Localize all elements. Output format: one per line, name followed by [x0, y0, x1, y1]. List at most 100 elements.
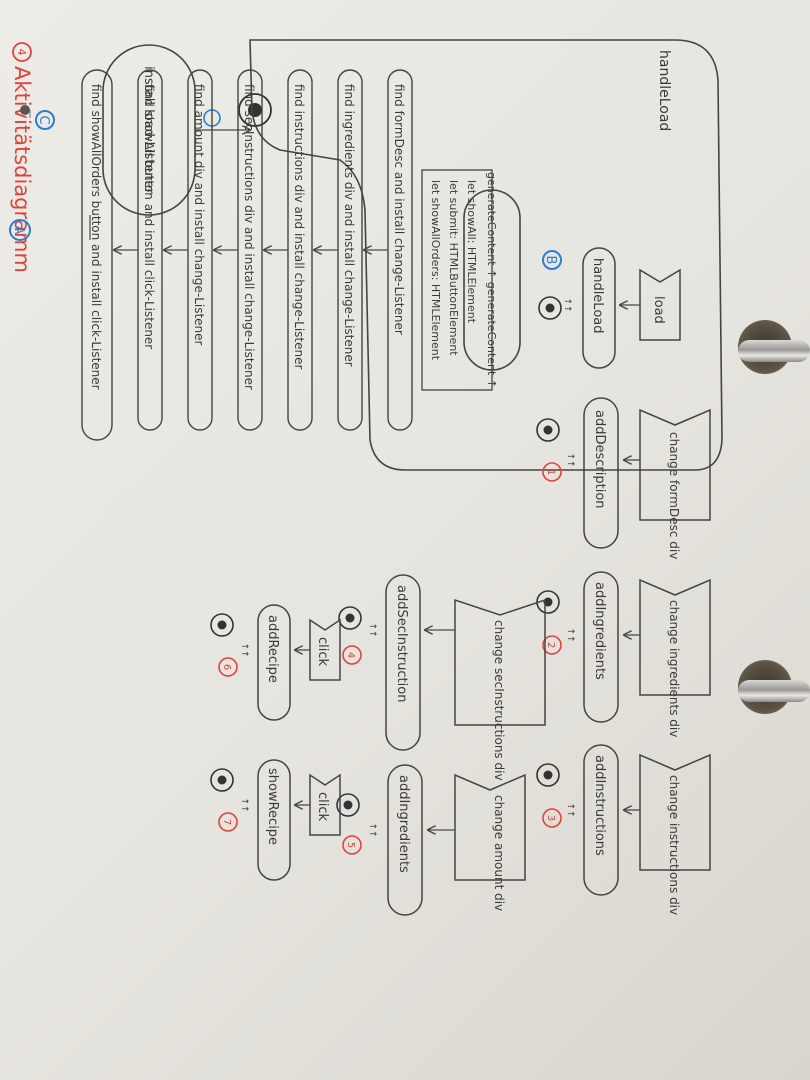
- final-node-secinstructions: [338, 606, 362, 630]
- step-7-text: find showAllOrders button and install cl…: [89, 84, 103, 390]
- signal-amount-text: change amount div: [492, 795, 506, 911]
- binder-ring-2: [738, 680, 810, 702]
- badge-7: 7: [221, 819, 232, 825]
- step-7: [81, 69, 113, 441]
- final-node-amount-dot: [343, 800, 353, 810]
- final-node-instructions: [536, 763, 560, 787]
- action-showrecipe-text: showRecipe: [265, 768, 280, 845]
- variable-showall: let showAll: HTMLElement: [465, 180, 478, 324]
- badge-1-circle: [542, 462, 562, 482]
- steps: find formDesc and install change-Listene…: [81, 69, 413, 441]
- connector-a: A: [11, 226, 26, 235]
- action-handleload-sub: ↑↑: [562, 297, 572, 312]
- action-addingredients: [583, 571, 619, 723]
- badge-6: 6: [221, 664, 232, 670]
- badge-3-circle: [542, 808, 562, 828]
- flow-load: load handleLoad ↑↑: [538, 247, 681, 369]
- badge-6-circle: [218, 657, 238, 677]
- signal-secinstructions-text: change secInstructions div: [492, 620, 506, 781]
- final-node-addrecipe: [210, 613, 234, 637]
- signal-formdesc: [639, 408, 711, 521]
- step-5-text: find amount div and install change-Liste…: [192, 84, 206, 346]
- action-adddescription-sub: ↑↑: [565, 452, 575, 467]
- signal-instructions: [639, 753, 711, 871]
- action-addsecinstruction: [385, 574, 421, 751]
- title-number: 4: [15, 49, 28, 56]
- action-showrecipe-sub: ↑↑: [239, 797, 249, 812]
- action-addsecinstruction-sub: ↑↑: [367, 622, 377, 637]
- badge-3: 3: [545, 815, 556, 821]
- final-node-secinstructions-dot: [345, 613, 355, 623]
- variables-box: [421, 169, 493, 391]
- final-node-load-dot: [545, 303, 555, 313]
- signal-formdesc-text: change formDesc div: [667, 432, 681, 559]
- variable-submit: let submit: HTMLButtonElement: [447, 180, 460, 356]
- step-6-text: find showAll button and install click-Li…: [142, 84, 156, 349]
- flow-ingredients: change ingredients div addIngredients ↑↑…: [536, 571, 711, 737]
- action-addsecinstruction-text: addSecInstruction: [394, 585, 409, 702]
- action-addinstructions-text: addInstructions: [592, 755, 607, 856]
- connector-b: B: [543, 256, 558, 265]
- final-node-showrecipe: [210, 768, 234, 792]
- badge-2: 2: [545, 642, 556, 648]
- action-addinstructions: [583, 744, 619, 896]
- signal-amount: [454, 773, 526, 881]
- final-node-instructions-dot: [543, 770, 553, 780]
- badge-2-circle: [542, 635, 562, 655]
- step-1-text: find formDesc and install change-Listene…: [392, 84, 406, 335]
- badge-4: 4: [345, 652, 356, 658]
- signal-click-2-text: click: [315, 792, 330, 822]
- action-adddescription-text: addDescription: [592, 410, 607, 509]
- action-addingredients-sub: ↑↑: [565, 627, 575, 642]
- connector-a-circle: [9, 219, 31, 241]
- handleload-lane: [249, 39, 723, 471]
- final-node-showrecipe-dot: [217, 775, 227, 785]
- connector-b-circle: [542, 250, 562, 270]
- flow-click-showrecipe: click showRecipe ↑↑ 7: [210, 759, 341, 881]
- action-addingredients-2-sub: ↑↑: [367, 822, 377, 837]
- action-showrecipe: [257, 759, 291, 881]
- handleload-label: handleLoad: [656, 50, 672, 131]
- action-handleload: [582, 247, 616, 369]
- event-flows: load handleLoad ↑↑ change formDesc div: [210, 247, 711, 916]
- action-addrecipe-sub: ↑↑: [239, 642, 249, 657]
- badge-7-circle: [218, 812, 238, 832]
- action-addingredients-2: [387, 764, 423, 916]
- title-text: Aktivitätsdiagramm: [10, 66, 34, 273]
- final-node-load: [538, 296, 562, 320]
- step-4-text: find secInstructions div and install cha…: [242, 84, 256, 390]
- main-flow: C install load-Listener handleLoad gener…: [9, 39, 723, 471]
- flow-click-addrecipe: click addRecipe ↑↑ 6: [210, 604, 341, 721]
- flow-formdesc: change formDesc div addDescription ↑↑ 1: [536, 397, 711, 559]
- connector-c-circle: [35, 110, 55, 130]
- top-dot: [20, 105, 30, 115]
- action-adddescription: [583, 397, 619, 549]
- final-node-formdesc: [536, 418, 560, 442]
- action-handleload-text: handleLoad: [590, 258, 605, 334]
- install-load-text: install load-Listener: [141, 66, 156, 194]
- signal-ingredients-text: change ingredients div: [667, 600, 681, 737]
- binder-rings: [730, 0, 810, 1080]
- signal-instructions-text: change instructions div: [667, 775, 681, 915]
- title-number-circle: [12, 42, 32, 62]
- action-addrecipe-text: addRecipe: [265, 615, 280, 683]
- final-node-addrecipe-dot: [217, 620, 227, 630]
- action-addrecipe: [257, 604, 291, 721]
- action-addinstructions-sub: ↑↑: [565, 802, 575, 817]
- badge-5-circle: [342, 835, 362, 855]
- badge-1: 1: [545, 469, 556, 475]
- signal-click-1-text: click: [315, 637, 330, 667]
- signal-secinstructions: [454, 598, 546, 726]
- final-node-amount: [336, 793, 360, 817]
- flow-instructions: change instructions div addInstructions …: [536, 744, 711, 915]
- flow-secinstructions: change secInstructions div addSecInstruc…: [338, 574, 546, 781]
- variable-showallorders: let showAllOrders: HTMLElement: [429, 180, 442, 361]
- action-addingredients-2-text: addIngredients: [396, 775, 411, 873]
- action-addingredients-text: addIngredients: [592, 582, 607, 680]
- signal-ingredients: [639, 578, 711, 696]
- badge-5: 5: [345, 842, 356, 848]
- connector-c: C: [36, 115, 51, 124]
